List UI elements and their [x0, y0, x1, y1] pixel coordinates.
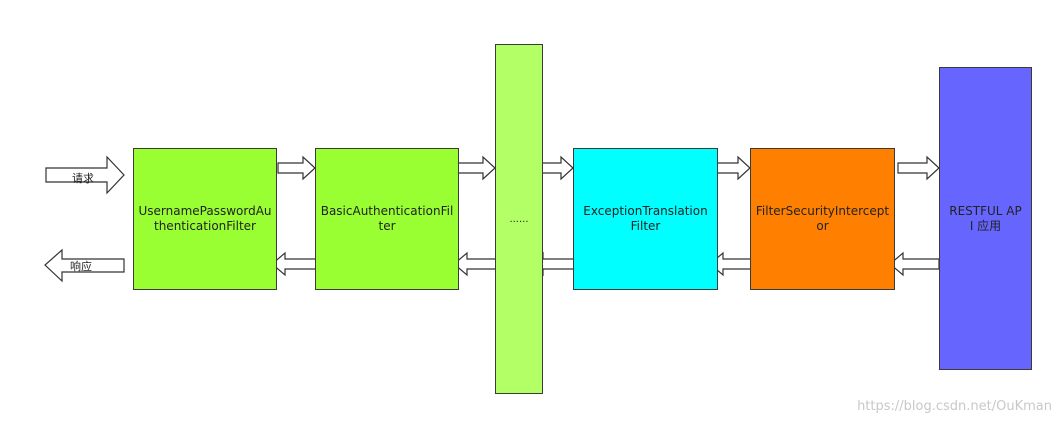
forward-arrow-1	[277, 155, 316, 181]
forward-arrow-4	[716, 155, 751, 181]
basic-authentication-filter-box: BasicAuthenticationFilter	[315, 148, 459, 290]
exception-translation-filter-box: ExceptionTranslationFilter	[573, 148, 718, 290]
box-label: ......	[509, 213, 529, 225]
other-filters-box: ......	[495, 44, 543, 394]
box-label: UsernamePasswordAuthenticationFilter	[138, 204, 272, 233]
box-label: ExceptionTranslationFilter	[583, 204, 708, 233]
box-label: RESTFUL API 应用	[949, 203, 1022, 233]
forward-arrow-2	[456, 155, 496, 181]
backward-arrow-1	[271, 251, 320, 277]
backward-arrow-2	[453, 251, 502, 277]
filter-security-interceptor-box: FilterSecurityInterceptor	[750, 148, 895, 290]
backward-arrow-5	[889, 251, 940, 277]
box-label: FilterSecurityInterceptor	[755, 204, 890, 233]
box-label: BasicAuthenticationFilter	[320, 204, 454, 233]
restful-api-box: RESTFUL API 应用	[939, 67, 1032, 370]
username-password-authentication-filter-box: UsernamePasswordAuthenticationFilter	[133, 148, 277, 290]
request-label: 请求	[72, 172, 94, 185]
request-arrow	[45, 155, 125, 195]
response-arrow	[44, 248, 125, 283]
watermark: https://blog.csdn.net/OuKman	[857, 399, 1052, 414]
response-label: 响应	[70, 260, 92, 273]
forward-arrow-5	[897, 155, 940, 181]
